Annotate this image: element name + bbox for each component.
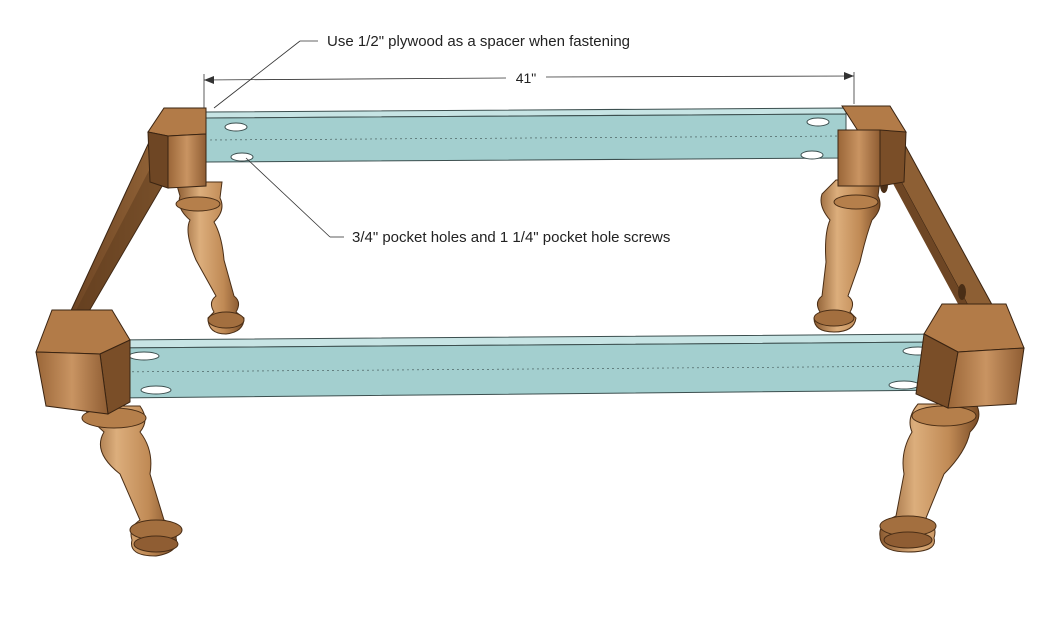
- pocket-hole-icon: [140, 385, 172, 395]
- back-right-leg: [813, 179, 881, 333]
- pocket-hole-leader: 3/4" pocket holes and 1 1/4" pocket hole…: [245, 157, 670, 246]
- front-right-block: [915, 303, 1025, 409]
- arrow-left-icon: [204, 76, 214, 84]
- spacer-note: Use 1/2" plywood as a spacer when fasten…: [327, 33, 630, 50]
- front-left-leg: [81, 405, 183, 557]
- front-right-leg: [879, 403, 980, 553]
- pocket-hole-note: 3/4" pocket holes and 1 1/4" pocket hole…: [352, 229, 670, 246]
- pocket-hole-icon: [800, 150, 824, 160]
- pocket-hole-icon: [958, 284, 966, 300]
- dimension-label: 41": [516, 70, 537, 86]
- dimension-line: 41": [203, 70, 855, 108]
- arrow-right-icon: [844, 72, 854, 80]
- pocket-hole-icon: [888, 380, 920, 390]
- pocket-hole-icon: [128, 351, 160, 361]
- pocket-hole-icon: [224, 122, 248, 132]
- pocket-hole-icon: [806, 117, 830, 127]
- spacer-leader: Use 1/2" plywood as a spacer when fasten…: [213, 33, 630, 109]
- pocket-hole-icon: [230, 152, 254, 162]
- back-left-block: [147, 107, 207, 189]
- front-left-block: [35, 309, 131, 415]
- back-left-leg: [175, 181, 245, 335]
- back-apron: [205, 107, 847, 163]
- front-apron: [107, 333, 951, 399]
- back-right-block: [837, 105, 907, 187]
